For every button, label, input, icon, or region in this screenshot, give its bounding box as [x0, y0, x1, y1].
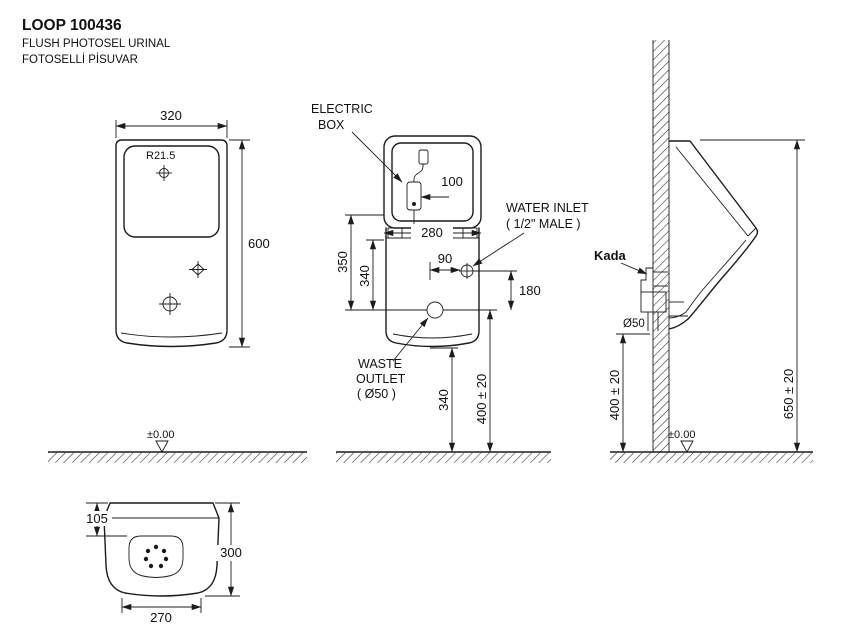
dim-340-upper-text: 340: [357, 265, 372, 287]
dim-180: 180: [474, 270, 541, 311]
outlet-crosshair-symbol: [159, 293, 181, 315]
water-inlet-label-line1: WATER INLET: [506, 201, 589, 215]
front-view-ground: ±0.00: [48, 429, 307, 463]
electric-box-callout: ELECTRIC BOX: [311, 102, 403, 183]
dim-90: 90: [429, 251, 461, 280]
center-view-ground: [336, 451, 551, 463]
subtitle-english: FLUSH PHOTOSEL URINAL: [22, 38, 171, 50]
dim-100-text: 100: [441, 174, 463, 189]
datum-triangle: [155, 440, 169, 453]
dim-100: 100: [420, 174, 463, 201]
urinal-front-bottom-curve: [120, 332, 223, 338]
model-title: LOOP 100436: [22, 17, 122, 34]
dim-350: 350: [335, 214, 427, 311]
waste-outlet-label-line3: ( Ø50 ): [357, 387, 396, 401]
drain-diameter-label: Ø50: [623, 318, 645, 330]
dim-280: 280: [383, 224, 482, 241]
urinal-center-bottom-curve: [392, 333, 473, 339]
dim-320-text: 320: [160, 108, 182, 123]
bottom-view: 105 300 270: [82, 502, 248, 625]
dim-105-text: 105: [86, 511, 108, 526]
dim-300: 300: [205, 502, 248, 597]
wall-section: [652, 40, 670, 452]
dim-300-text: 300: [220, 545, 242, 560]
dim-340-upper: 340: [357, 239, 384, 311]
dim-105: 105: [82, 502, 127, 537]
urinal-center-basin-outline: [391, 142, 474, 222]
urinal-bottom-outline: [103, 502, 220, 597]
dim-400-side: 400 ± 20: [607, 333, 650, 453]
dim-350-text: 350: [335, 251, 350, 273]
dim-270-text: 270: [150, 610, 172, 625]
dim-400-center: 400 ± 20: [443, 309, 497, 453]
drain-bracket-detail: [640, 267, 668, 331]
urinal-front-body-outline: [115, 139, 228, 348]
title-block: LOOP 100436 FLUSH PHOTOSEL URINAL FOTOSE…: [22, 17, 171, 66]
sensor-target-symbol: [156, 165, 172, 181]
fixing-hole-symbol: [189, 261, 207, 278]
waste-outlet-label-line2: OUTLET: [356, 372, 406, 386]
side-view-ground: ±0.00: [610, 429, 813, 463]
bracket-label: Kada: [594, 248, 627, 263]
waste-outlet-label-line1: WASTE: [358, 357, 402, 371]
bracket-callout: Kada: [594, 248, 648, 275]
side-view: Kada Ø50 400 ± 20 650 ± 20 ±0.00: [594, 40, 813, 463]
waste-outlet-callout: WASTE OUTLET ( Ø50 ): [356, 317, 429, 401]
dim-280-text: 280: [421, 225, 443, 240]
dim-340-lower: 340: [430, 347, 458, 453]
dim-width-320: 320: [115, 108, 228, 138]
electric-box-label-line1: ELECTRIC: [311, 102, 373, 116]
dim-400-center-text: 400 ± 20: [474, 374, 489, 425]
center-view: ELECTRIC BOX 100 280 WATER INLET ( 1/2" …: [311, 102, 589, 463]
dim-650-side-text: 650 ± 20: [781, 369, 796, 420]
radius-label: R21.5: [146, 150, 175, 162]
electric-box-label-line2: BOX: [318, 118, 345, 132]
dim-600-text: 600: [248, 236, 270, 251]
urinal-side-profile: [668, 140, 759, 330]
waste-outlet-symbol: [426, 301, 444, 319]
water-inlet-symbol: [459, 263, 475, 279]
dim-270: 270: [121, 598, 202, 625]
front-view: R21.5 320 600: [48, 108, 307, 463]
drain-recess: [128, 535, 184, 578]
dim-400-side-text: 400 ± 20: [607, 370, 622, 421]
urinal-front-basin-outline: [123, 145, 220, 238]
side-datum-triangle: [680, 440, 694, 453]
urinal-center-rim-outline: [383, 135, 482, 229]
dim-340-lower-text: 340: [436, 389, 451, 411]
dim-650-side: 650 ± 20: [700, 139, 805, 453]
dim-height-600: 600: [229, 139, 270, 348]
water-inlet-label-line2: ( 1/2" MALE ): [506, 217, 581, 231]
side-datum-text: ±0.00: [668, 429, 695, 441]
front-datum-text: ±0.00: [147, 429, 174, 441]
urinal-center-body-outline: [385, 227, 480, 348]
water-inlet-callout: WATER INLET ( 1/2" MALE ): [472, 201, 589, 267]
dim-90-text: 90: [438, 251, 452, 266]
dim-180-text: 180: [519, 283, 541, 298]
electric-box-symbol: [406, 149, 429, 224]
subtitle-turkish: FOTOSELLİ PİSUVAR: [22, 53, 138, 66]
